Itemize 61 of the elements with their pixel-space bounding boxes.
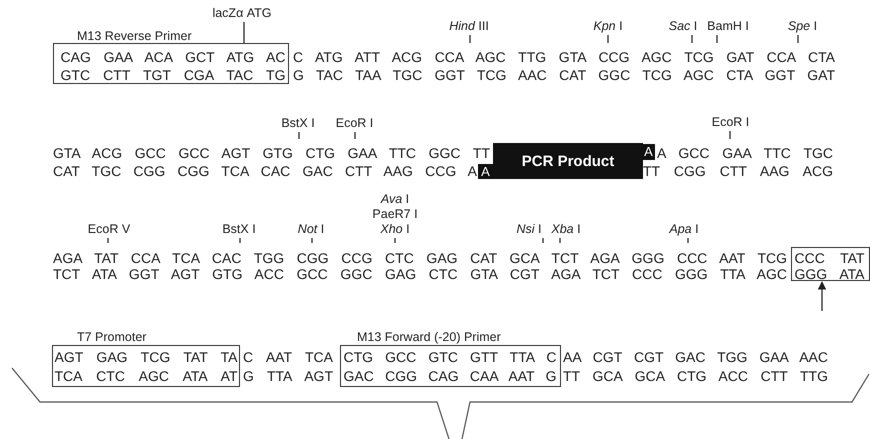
dna-sequence: TCT ATA GGT AGT GTG ACC GCC GGC GAG CTC GTA CGT AGA TCT CCC GGG TTA AGC: [53, 266, 787, 282]
leader-line: [298, 132, 300, 139]
primer-label: T7 Promoter: [77, 330, 146, 344]
enzyme-label: Nsi I: [515, 222, 542, 237]
dna-sequence: G TTA AGT: [243, 368, 333, 384]
enzyme-label: EcoR V: [86, 222, 132, 237]
overhang-base: A: [478, 164, 493, 179]
enzyme-label: EcoR I: [710, 115, 750, 130]
dna-sequence: A GCC GAA TTC TGC: [657, 145, 833, 161]
leader-line: [469, 35, 471, 43]
enzyme-label: Xho I: [379, 222, 411, 237]
enzyme-label: Xba I: [550, 222, 582, 237]
dna-sequence: G TAC TAA TGC GGT TCG AAC CAT GGC TCG AGC CTA GGT GAT: [293, 67, 835, 83]
leader-line: [107, 238, 109, 243]
leader-line: [243, 22, 245, 43]
dna-sequence: CAT TGC CGG CGG TCA CAC GAC CTT AAG CCG A: [53, 163, 477, 179]
dna-sequence: TCA CTC AGC ATA AT: [54, 368, 238, 384]
leader-line: [542, 238, 544, 243]
enzyme-label: Kpn I: [592, 19, 624, 34]
leader-line: [691, 35, 693, 43]
dna-sequence: C AAT TCA: [243, 349, 333, 365]
overhang-base: A: [642, 144, 655, 160]
dna-sequence: CTG GCC GTC GTT TTA C: [344, 348, 556, 364]
leader-line: [394, 238, 396, 243]
enzyme-label: PaeR7 I: [371, 207, 419, 222]
insert-label: PCR Product: [522, 152, 614, 170]
dna-sequence: TT GCA GCA CTG ACC CTT TTG: [563, 368, 828, 384]
leader-line: [687, 238, 689, 243]
leader-line: [559, 238, 561, 243]
enzyme-label: BamH I: [707, 19, 749, 34]
leader-line: [797, 35, 799, 43]
dna-sequence: CCC TAT: [794, 250, 864, 266]
enzyme-label: BstX I: [221, 222, 257, 237]
primer-label: M13 Reverse Primer: [77, 29, 192, 43]
dna-sequence: AGA TAT CCA TCA CAC TGG CGG CCG CTC GAG CAT GCA TCT AGA GGG CCC AAT TCG: [53, 250, 787, 266]
enzyme-label: EcoR I: [334, 116, 374, 131]
dna-sequence: TT CGG CTT AAG ACG: [643, 163, 833, 179]
enzyme-label: Spe I: [786, 19, 818, 34]
leader-line: [311, 238, 313, 243]
dna-sequence: GAC CGG CAG CAA AAT G: [344, 368, 556, 384]
leader-line: [239, 238, 241, 243]
enzyme-label: lacZα ATG: [211, 6, 273, 21]
enzyme-label: Apa I: [668, 222, 700, 237]
leader-line: [607, 35, 609, 43]
leader-line: [354, 132, 356, 139]
leader-line: [716, 35, 718, 43]
enzyme-label: BstX I: [280, 116, 316, 131]
dna-sequence: GGG ATA: [794, 266, 864, 282]
arrow: [818, 281, 826, 311]
dna-sequence: C ATG ATT ACG CCA AGC TTG GTA CCG AGC TCG GAT CCA CTA: [293, 49, 835, 65]
leader-line: [729, 131, 731, 139]
enzyme-label: Ava I: [379, 192, 410, 207]
dna-sequence: CAG GAA ACA GCT ATG AC: [60, 48, 286, 64]
enzyme-label: Sac I: [668, 19, 698, 34]
enzyme-label: Not I: [296, 222, 326, 237]
dna-sequence: GTC CTT TGT CGA TAC TG: [60, 66, 286, 82]
enzyme-label: Hind III: [448, 19, 490, 34]
dna-sequence: GTA ACG GCC GCC AGT GTG CTG GAA TTC GGC TT: [53, 145, 490, 161]
dna-sequence: AGT GAG TCG TAT TA: [54, 348, 238, 364]
dna-sequence: AA CGT CGT GAC TGG GAA AAC: [563, 349, 828, 365]
primer-label: M13 Forward (-20) Primer: [357, 330, 501, 344]
